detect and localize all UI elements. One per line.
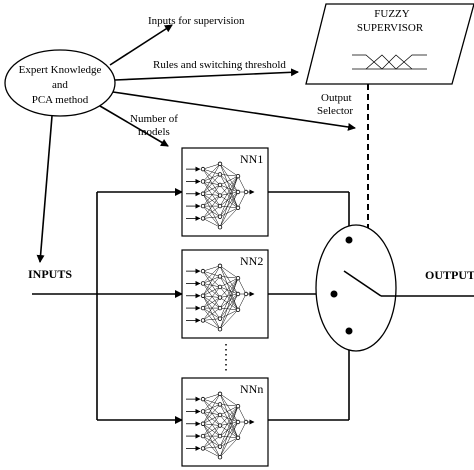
switch-contact-2 bbox=[330, 290, 338, 298]
network-label: NNn bbox=[240, 382, 263, 396]
arrow-down-to-inputs bbox=[36, 115, 53, 263]
output-label: OUTPUT bbox=[425, 268, 474, 282]
label-number-models-1: Number of bbox=[130, 113, 178, 125]
label-inputs-supervision: Inputs for supervision bbox=[148, 15, 245, 27]
network-connections bbox=[186, 265, 255, 330]
neural-network-3: NNn bbox=[181, 377, 269, 467]
network-connections bbox=[186, 393, 255, 458]
neural-network-1: NN1 bbox=[181, 147, 269, 237]
output-selector-switch bbox=[315, 224, 474, 352]
label-number-models-2: models bbox=[138, 126, 170, 138]
network-neurons bbox=[200, 263, 249, 332]
network-neurons bbox=[200, 391, 249, 460]
arrow-rules-threshold bbox=[114, 68, 299, 81]
network-label: NN1 bbox=[240, 152, 263, 166]
switch-blade bbox=[343, 270, 382, 297]
supervisor-label-line1: FUZZY bbox=[374, 8, 410, 20]
expert-knowledge-node: Expert Knowledge and PCA method bbox=[4, 49, 116, 117]
network-neurons bbox=[200, 161, 249, 230]
switch-contact-n bbox=[345, 327, 353, 335]
supervisor-label-line2: SUPERVISOR bbox=[357, 22, 424, 34]
label-output-selector-1: Output bbox=[321, 92, 352, 104]
fuzzy-supervisor-block: FUZZY SUPERVISOR bbox=[305, 3, 474, 85]
arrow-inputs-supervision bbox=[109, 24, 173, 66]
expert-label-line1: Expert Knowledge bbox=[19, 64, 102, 76]
network-connections bbox=[186, 163, 255, 228]
membership-function-icon bbox=[352, 54, 427, 70]
neural-network-2: NN2 bbox=[181, 249, 269, 339]
expert-label-line3: PCA method bbox=[32, 94, 89, 106]
inputs-label: INPUTS bbox=[28, 267, 72, 281]
arrow-number-models bbox=[99, 105, 169, 147]
switch-contact-1 bbox=[345, 236, 353, 244]
label-rules-threshold: Rules and switching threshold bbox=[153, 59, 286, 71]
expert-label-line2: and bbox=[52, 79, 68, 91]
label-output-selector-2: Selector bbox=[317, 105, 353, 117]
network-label: NN2 bbox=[240, 254, 263, 268]
arrow-output-selector bbox=[112, 91, 356, 131]
